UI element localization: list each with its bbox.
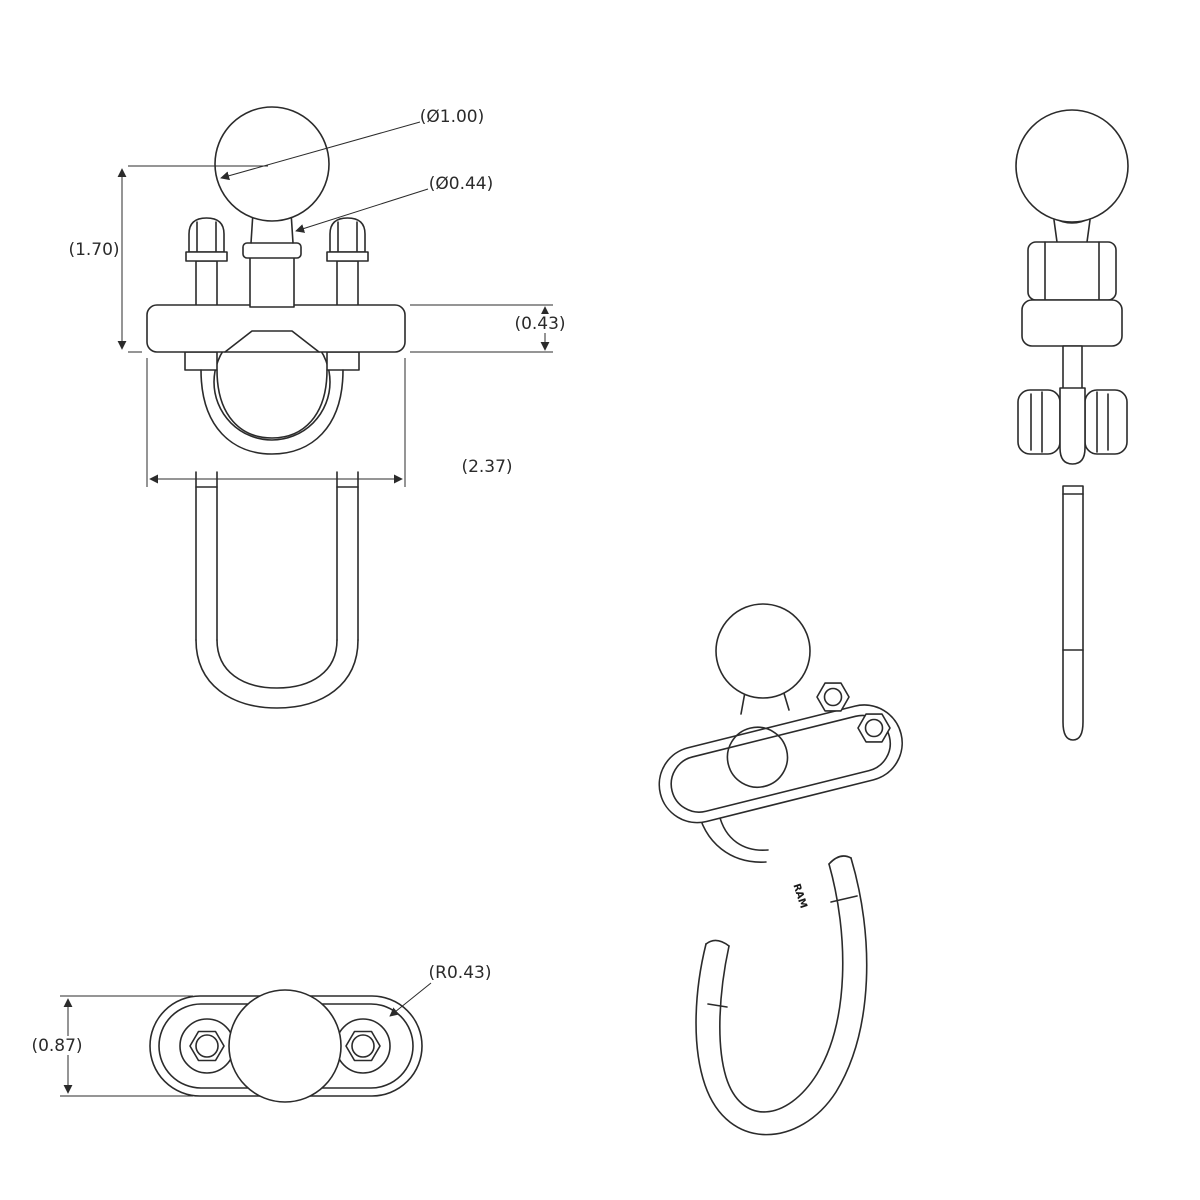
saddle-inner-arc bbox=[216, 369, 328, 439]
hook-outer-edge bbox=[695, 857, 868, 1136]
side-socket-edges bbox=[1044, 241, 1100, 301]
iso-plate-inner bbox=[670, 714, 892, 813]
extension-lines-height bbox=[128, 165, 268, 353]
left-nut-bolt-circle bbox=[195, 1034, 219, 1058]
front-dimensions: (1.70) (Ø1.00) (Ø0.44) (0.43) (2.37) bbox=[68, 107, 569, 487]
iso-left-bolt bbox=[816, 682, 850, 712]
right-nut-head bbox=[329, 217, 366, 253]
u-bolt-front bbox=[195, 471, 359, 709]
extension-lines-thickness bbox=[410, 304, 553, 353]
iso-left-bolt-circle bbox=[823, 687, 843, 707]
dimension-base-thickness: (0.43) bbox=[514, 314, 565, 334]
label-mask-thickness bbox=[511, 314, 569, 333]
isometric-view: RAM bbox=[658, 603, 903, 1136]
mount-ball-bottom bbox=[228, 989, 342, 1103]
left-nut-head bbox=[188, 217, 225, 253]
left-nut-front bbox=[185, 217, 228, 311]
dimension-ball-diameter: (Ø1.00) bbox=[420, 107, 485, 127]
wing-right-ridges bbox=[1096, 391, 1109, 453]
right-nut-hex bbox=[345, 1030, 381, 1062]
iso-saddle-inner bbox=[718, 813, 769, 851]
right-nut-bolt-circle bbox=[351, 1034, 375, 1058]
dimension-base-width: (2.37) bbox=[461, 457, 512, 477]
leader-post-diameter bbox=[295, 188, 429, 233]
u-bolt-inner-arc bbox=[216, 639, 338, 689]
mount-ball-side bbox=[1015, 109, 1129, 223]
iso-right-bolt bbox=[857, 713, 891, 743]
side-clamp-plate bbox=[1021, 299, 1123, 347]
right-nut-shaft bbox=[336, 260, 359, 311]
hook-inner-edge bbox=[719, 863, 844, 1113]
hook-thread-ticks bbox=[707, 895, 858, 1008]
left-nut-hex bbox=[189, 1030, 225, 1062]
ball-post-stem bbox=[249, 256, 295, 308]
wing-left bbox=[1017, 389, 1061, 455]
u-bolt-legs bbox=[195, 471, 359, 641]
left-nut-washer bbox=[185, 251, 228, 262]
wing-right bbox=[1084, 389, 1128, 455]
hook-top-cap bbox=[828, 855, 852, 865]
leader-corner-radius bbox=[389, 982, 432, 1017]
dimension-base-depth: (0.87) bbox=[31, 1036, 82, 1056]
side-wing-nut bbox=[1017, 387, 1128, 465]
hook-end-cap bbox=[705, 939, 730, 947]
side-stud bbox=[1062, 345, 1083, 391]
front-view bbox=[146, 106, 406, 709]
wing-left-ridges bbox=[1030, 391, 1043, 453]
dimension-post-diameter: (Ø0.44) bbox=[429, 174, 494, 194]
bottom-view bbox=[149, 989, 423, 1103]
iso-clamp-plate bbox=[658, 704, 903, 824]
u-bolt-outer-arc bbox=[195, 639, 359, 709]
bottom-dimensions: (0.87) (R0.43) bbox=[27, 963, 492, 1097]
iso-right-bolt-circle bbox=[864, 718, 884, 738]
u-bolt-iso bbox=[695, 855, 868, 1136]
plate-notch bbox=[224, 330, 320, 353]
saddle-outer-arc bbox=[200, 369, 344, 455]
engraved-logo: RAM bbox=[790, 882, 808, 910]
label-mask-depth bbox=[27, 1036, 87, 1055]
iso-plate-outer bbox=[658, 704, 903, 824]
iso-right-bolt-hex bbox=[857, 713, 891, 743]
iso-ball-socket bbox=[726, 726, 789, 789]
ball-post-collar bbox=[242, 242, 302, 259]
extension-lines-depth bbox=[60, 995, 193, 1097]
left-nut-knurl bbox=[196, 221, 217, 253]
side-view bbox=[1015, 109, 1129, 741]
side-socket-block bbox=[1027, 241, 1117, 301]
right-nut-knurl bbox=[337, 221, 358, 253]
side-rod bbox=[1062, 485, 1084, 741]
extension-lines-width bbox=[146, 358, 406, 487]
dimension-height: (1.70) bbox=[68, 240, 119, 260]
bottom-right-nut bbox=[335, 1018, 391, 1074]
wing-center bbox=[1059, 387, 1086, 465]
bottom-left-nut bbox=[179, 1018, 235, 1074]
right-nut-washer bbox=[326, 251, 369, 262]
dimension-corner-radius: (R0.43) bbox=[429, 963, 492, 983]
iso-left-bolt-hex bbox=[816, 682, 850, 712]
right-nut-front bbox=[326, 217, 369, 311]
clamp-plate-front bbox=[146, 304, 406, 353]
leader-ball-diameter bbox=[220, 121, 421, 181]
mount-ball-iso bbox=[715, 603, 811, 699]
side-rod-ticks bbox=[1062, 493, 1084, 651]
left-nut-shaft bbox=[195, 260, 218, 311]
clamp-saddle bbox=[184, 351, 360, 455]
